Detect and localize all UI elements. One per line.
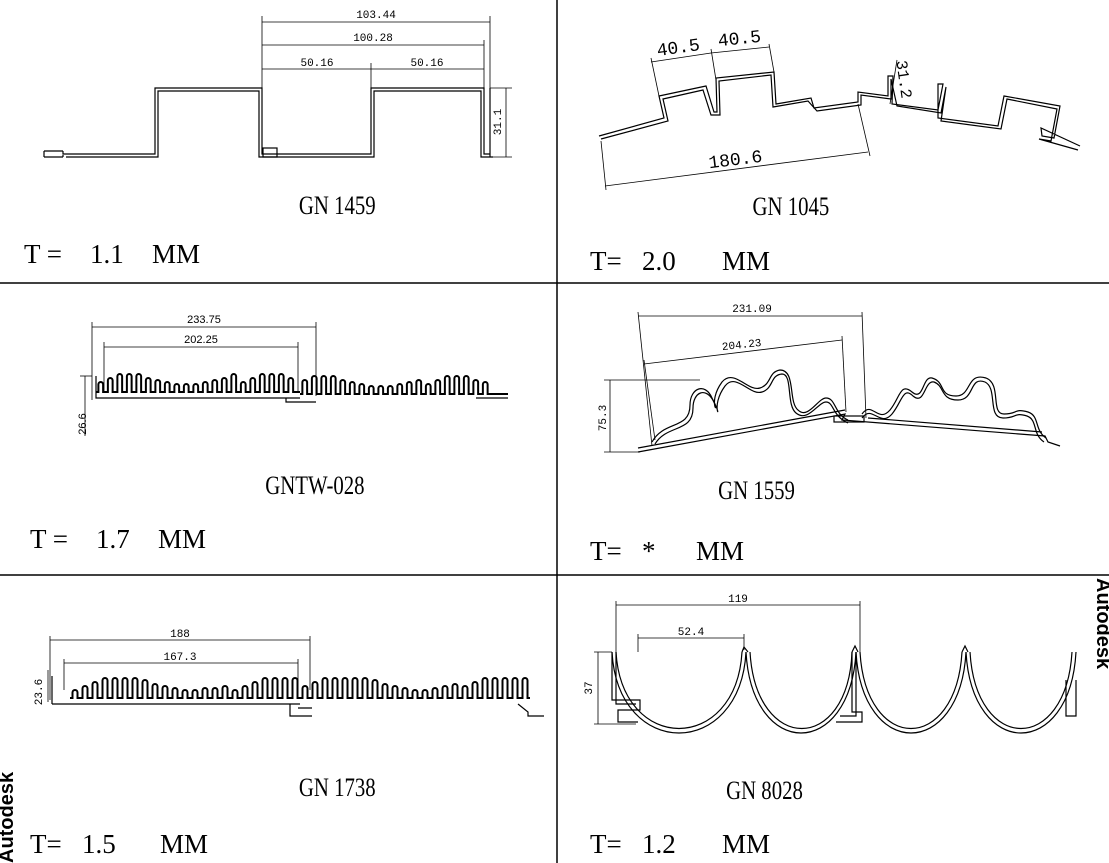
thickness-prefix: T = (24, 239, 62, 269)
profile-drawing (95, 373, 508, 403)
dim-label: 204.23 (721, 338, 762, 354)
panel-gn-1459: 103.44 100.28 50.16 50.16 31.1 GN 1459 T… (24, 10, 512, 269)
profile-name: GN 1559 (718, 477, 795, 506)
dim-label: 233.75 (187, 314, 221, 326)
dim-label: 180.6 (707, 148, 763, 174)
profile-drawing (637, 369, 1061, 453)
panel-gntw-028: 233.75 202.25 26.6 GNTW-028 T = 1.7 MM (30, 314, 508, 554)
profile-name: GN 1459 (299, 192, 376, 221)
dim-label: 37 (584, 681, 596, 694)
dim-label: 50.16 (410, 58, 443, 70)
thickness-value: * (642, 536, 656, 566)
corrugation-path (70, 677, 300, 699)
profile-drawing (611, 644, 1077, 734)
thickness-unit: MM (722, 246, 770, 276)
dimension-lines (604, 311, 867, 453)
thickness-prefix: T= (30, 829, 62, 859)
thickness-unit: MM (152, 239, 200, 269)
thickness-value: 2.0 (642, 246, 676, 276)
thickness-prefix: T= (590, 829, 622, 859)
thickness-prefix: T= (590, 536, 622, 566)
panel-gn-8028: 119 52.4 37 GN 8028 T= 1.2 MM (584, 594, 1077, 859)
dim-label: 231.09 (732, 304, 772, 316)
dimension-lines (261, 16, 512, 158)
dim-label: 31.1 (493, 108, 505, 135)
thickness-prefix: T = (30, 524, 68, 554)
thickness-value: 1.1 (90, 239, 124, 269)
dim-label: 40.5 (717, 28, 762, 52)
panel-gn-1559: 231.09 204.23 75.3 GN 1559 T= * MM (590, 304, 1061, 566)
profile-name: GN 1738 (299, 774, 376, 803)
profile-base (51, 676, 544, 717)
thickness-unit: MM (696, 536, 744, 566)
thickness-value: 1.2 (642, 829, 676, 859)
thickness-value: 1.7 (96, 524, 130, 554)
watermark: Autodesk (0, 771, 18, 863)
corrugation-path (300, 677, 530, 699)
dim-label: 75.3 (598, 405, 610, 431)
dimension-lines (47, 636, 311, 702)
dim-label: 119 (728, 594, 748, 606)
thickness-prefix: T= (590, 246, 622, 276)
thickness-unit: MM (160, 829, 208, 859)
dim-label: 40.5 (656, 36, 702, 62)
dim-label: 100.28 (353, 33, 393, 45)
dim-label: 52.4 (678, 627, 705, 639)
profile-drawing (51, 676, 544, 717)
dim-label: 26.6 (77, 413, 89, 434)
profile-base (95, 376, 508, 403)
thickness-value: 1.5 (82, 829, 116, 859)
dim-label: 31.2 (891, 59, 914, 100)
dimension-lines (600, 43, 898, 191)
dimension-lines (594, 601, 861, 725)
profile-name: GN 1045 (752, 193, 829, 222)
profile-name: GNTW-028 (265, 472, 364, 501)
watermark: Autodesk (1092, 578, 1109, 670)
panel-gn-1738: 188 167.3 23.6 GN 1738 T= 1.5 MM (30, 629, 544, 859)
dim-label: 202.25 (184, 334, 218, 346)
dimension-lines (80, 322, 317, 436)
profile-drawing (43, 87, 493, 158)
dim-label: 50.16 (300, 58, 333, 70)
profile-drawing (598, 71, 1081, 151)
thickness-unit: MM (722, 829, 770, 859)
panel-gn-1045: 40.5 40.5 31.2 180.6 GN 1045 T= 2.0 MM (590, 28, 1081, 276)
thickness-unit: MM (158, 524, 206, 554)
dim-label: 167.3 (163, 652, 196, 664)
dim-label: 23.6 (34, 679, 46, 705)
corrugation-path (96, 373, 300, 393)
profile-name: GN 8028 (726, 777, 803, 806)
corrugation-path (300, 375, 508, 395)
dim-label: 188 (170, 629, 190, 641)
dim-label: 103.44 (356, 10, 396, 22)
